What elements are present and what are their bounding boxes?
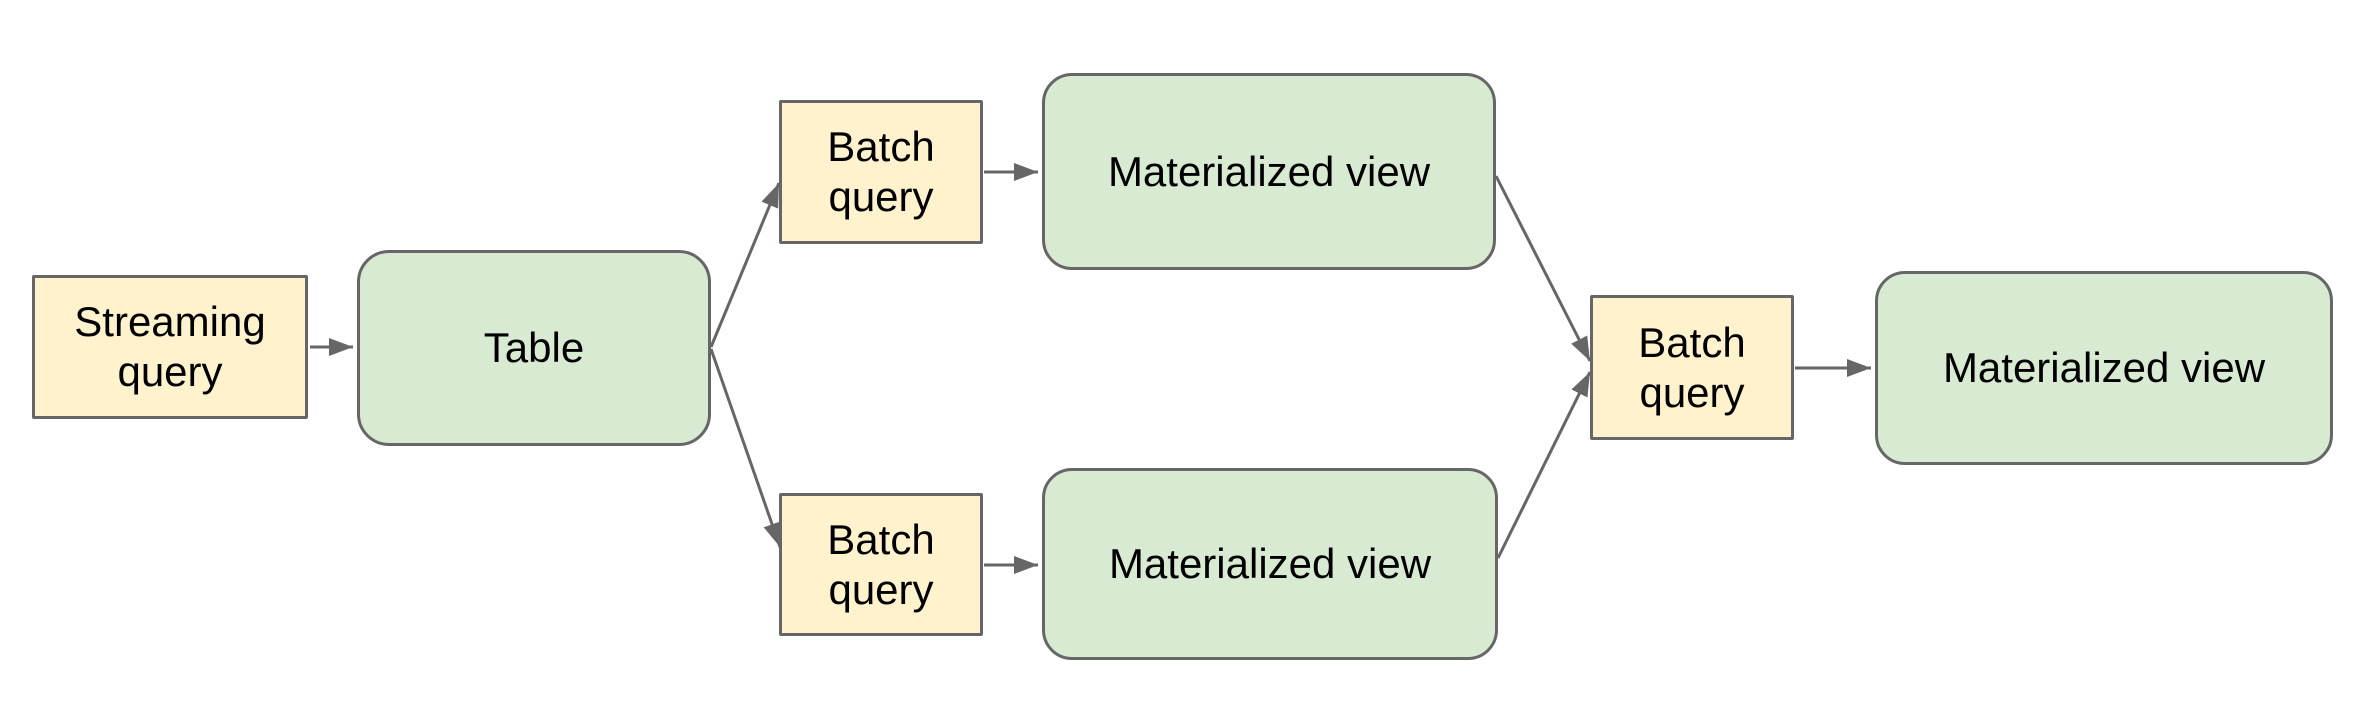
batch-query-bottom-node: Batch query [779,493,983,636]
batch-query-bottom-label-line1: Batch [827,515,935,563]
table-label: Table [483,324,585,371]
batch-query-join-label-line1: Batch [1638,318,1746,366]
materialized-view-top-label: Materialized view [1107,147,1431,195]
edge-table-to-batch-query-top [709,182,781,348]
streaming-query-label-line2: query [117,348,223,395]
materialized-view-bottom-label: Materialized view [1108,540,1432,587]
streaming-query-label-line1: Streaming [74,298,266,345]
edge-materialized-view-bottom-to-batch-query-join [1496,371,1592,559]
batch-query-top-node: Batch query [779,100,983,244]
batch-query-bottom-label-line2: query [828,565,934,613]
table-node: Table [357,250,711,446]
batch-query-top-label-line2: query [828,173,934,220]
materialized-view-final-node: Materialized view [1875,271,2333,465]
streaming-query-node: Streaming query [32,275,308,419]
edge-materialized-view-top-to-batch-query-join [1494,175,1592,362]
batch-query-join-node: Batch query [1590,295,1794,440]
batch-query-top-label-line1: Batch [827,123,935,170]
batch-query-join-label-line2: query [1639,368,1745,416]
materialized-view-final-label: Materialized view [1942,344,2266,391]
materialized-view-bottom-node: Materialized view [1042,468,1498,660]
materialized-view-top-node: Materialized view [1042,73,1496,270]
edge-table-to-batch-query-bottom [709,348,782,548]
